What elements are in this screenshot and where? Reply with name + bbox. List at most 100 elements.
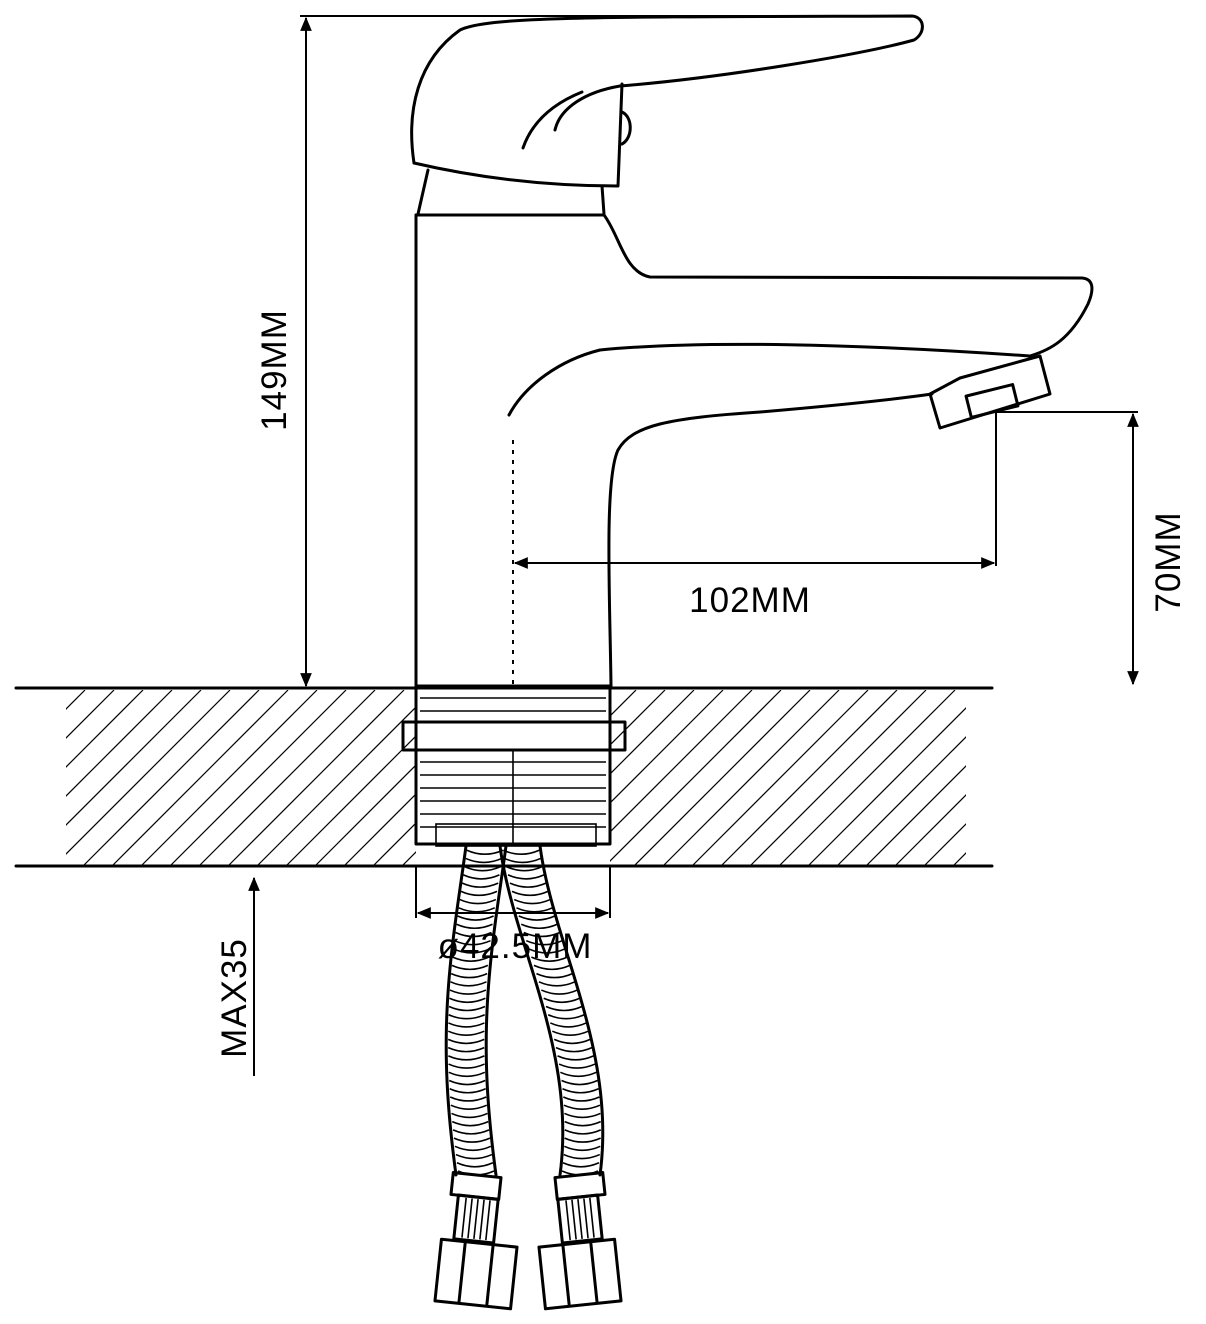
hatch-line	[865, 690, 966, 866]
faucet-body	[410, 14, 1094, 688]
countertop-hatching	[0, 690, 1206, 866]
nut-facet	[485, 1245, 495, 1306]
hose-nut	[537, 1237, 623, 1311]
max-thickness-label: MAX35	[215, 938, 254, 1058]
hose-edge	[538, 844, 605, 1177]
hose-braid	[464, 865, 501, 872]
hatch-line	[66, 690, 144, 866]
dim-spout-height: 70MM	[996, 411, 1188, 686]
hose-braid	[452, 1129, 490, 1135]
hose-braid	[564, 1129, 602, 1135]
hose-braid	[563, 1145, 601, 1152]
hose-braid	[523, 931, 561, 938]
hose-braid	[456, 1162, 494, 1168]
hatch-line	[227, 690, 405, 866]
hose-edge	[444, 844, 468, 1177]
hose-braid	[448, 1005, 486, 1012]
thread-end	[435, 823, 597, 847]
hose-stem	[452, 1193, 500, 1245]
hose-braid	[563, 1096, 600, 1102]
hatch-line	[778, 690, 956, 866]
hose-braid	[531, 956, 568, 962]
stem-rib	[485, 1200, 491, 1241]
hose-braid	[564, 1137, 601, 1143]
hose-braid	[449, 997, 486, 1004]
hatch-line	[66, 690, 115, 866]
hatch-line	[807, 690, 966, 866]
nut-facet	[457, 1242, 467, 1303]
hose-braid	[455, 1153, 493, 1160]
hose-braid	[533, 964, 571, 971]
hose-braid	[456, 923, 493, 930]
hose-braid	[450, 1104, 488, 1110]
hatch-line	[1011, 690, 1187, 866]
hose-braid	[455, 931, 492, 938]
aerator-mesh	[964, 383, 1020, 419]
hose-braid	[562, 1162, 600, 1168]
handle-cap	[412, 82, 624, 188]
diameter-symbol: ø	[438, 927, 460, 966]
hose-braid	[507, 874, 545, 880]
hose-braid	[451, 964, 489, 971]
hatch-line	[662, 690, 840, 866]
hatch-line	[575, 690, 753, 866]
hatch-line	[488, 690, 666, 866]
hose-braid	[563, 1153, 601, 1160]
hose-braid	[502, 849, 540, 856]
hose-braid	[505, 865, 543, 872]
hose-left	[433, 844, 519, 1311]
hatch-line	[66, 690, 86, 866]
stem-rib	[583, 1198, 589, 1239]
hose-braid	[555, 1046, 593, 1053]
hose-braid	[564, 1120, 602, 1127]
hose-nut	[433, 1237, 519, 1311]
hose-braid	[562, 1088, 599, 1094]
handle-pin	[620, 110, 632, 146]
hose-braid	[448, 1055, 485, 1061]
hatch-line	[343, 690, 521, 866]
hose-braid	[448, 1063, 485, 1069]
hose-braid	[454, 939, 491, 946]
hose-braid	[451, 1120, 489, 1127]
supply-hoses	[433, 844, 623, 1311]
hose-braid	[516, 907, 553, 913]
hose-braid	[452, 956, 490, 962]
hatch-line	[517, 690, 695, 866]
hatch-line	[982, 690, 1158, 866]
hatch-line	[923, 690, 966, 866]
hose-braid	[454, 1145, 492, 1152]
mounting-thread	[401, 684, 627, 847]
hatch-line	[256, 690, 434, 866]
hose-edge	[484, 844, 508, 1177]
dim-base-diameter: ø42.5MM	[415, 866, 611, 966]
hatch-line	[691, 690, 869, 866]
handle-collar	[416, 168, 606, 216]
hose-braid	[543, 997, 581, 1004]
mounting-nut	[401, 720, 627, 752]
stem-rib	[577, 1199, 583, 1239]
hose-braid	[450, 972, 488, 979]
hose-braid	[504, 857, 541, 864]
hatch-line	[0, 690, 56, 866]
hose-braid	[547, 1013, 585, 1020]
diameter-value: 42.5MM	[460, 927, 592, 966]
countertop	[0, 686, 1206, 868]
hatch-line	[952, 690, 966, 866]
hose-braid	[518, 915, 556, 921]
hatch-line	[1040, 690, 1206, 866]
hose-braid	[461, 882, 499, 888]
hatch-line	[66, 690, 231, 866]
hose-braid	[457, 915, 494, 921]
stem-rib	[461, 1197, 467, 1238]
hose-braid	[448, 1022, 485, 1028]
hatch-line	[82, 690, 260, 866]
hose-braid	[447, 1046, 485, 1053]
hose-braid	[466, 849, 504, 856]
height-total-label: 149MM	[255, 309, 294, 431]
aerator-outlet	[928, 354, 1052, 430]
hatch-line	[1098, 690, 1206, 866]
body-outline	[414, 213, 1094, 688]
stem-rib	[467, 1198, 473, 1239]
stem-rib	[479, 1199, 485, 1240]
